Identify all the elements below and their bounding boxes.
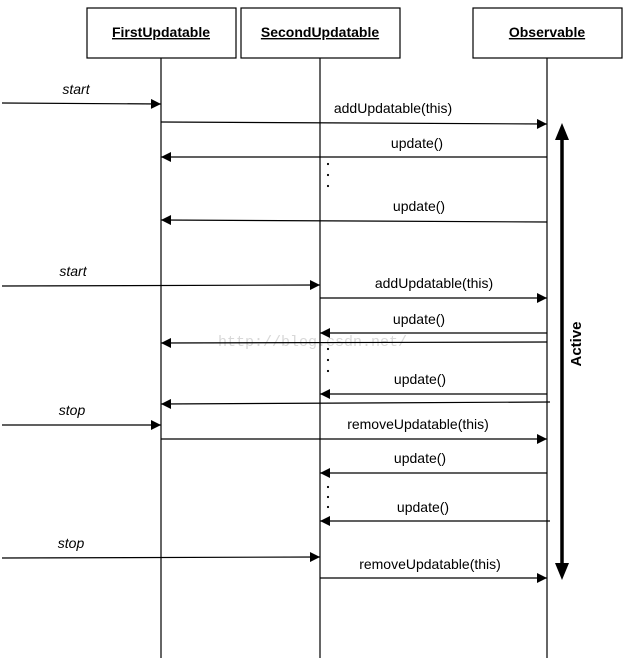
- trigger-arrow: [1, 280, 321, 291]
- trigger-label: start: [59, 263, 87, 279]
- message-label: update(): [393, 198, 445, 214]
- message-update: update(): [320, 450, 547, 478]
- message-label: removeUpdatable(this): [359, 556, 501, 572]
- message-label: update(): [391, 135, 443, 151]
- trigger-label: stop: [58, 535, 85, 551]
- message-update-unlabeled: [160, 398, 551, 409]
- message-label: update(): [397, 499, 449, 515]
- lifeline-second-updatable: SecondUpdatable: [240, 7, 401, 658]
- continuation-dots: [326, 485, 330, 509]
- trigger-stop-second: stop: [1, 535, 321, 563]
- lifeline-title: Observable: [509, 24, 585, 40]
- message-arrow: [160, 118, 548, 129]
- message-label: update(): [393, 311, 445, 327]
- message-label: update(): [394, 450, 446, 466]
- lifeline-box: [86, 7, 237, 59]
- trigger-arrow: [1, 552, 321, 563]
- lifeline-observable: Observable: [472, 7, 623, 658]
- message-update: update(): [320, 371, 547, 399]
- lifeline-first-updatable: FirstUpdatable: [86, 7, 237, 658]
- message-update: update(): [160, 198, 548, 226]
- message-arrow: [160, 337, 548, 348]
- trigger-start-second: start: [1, 263, 321, 291]
- message-label: update(): [394, 371, 446, 387]
- message-remove-updatable-first: removeUpdatable(this): [161, 416, 547, 444]
- trigger-arrow: [1, 98, 162, 109]
- trigger-label: start: [62, 81, 90, 97]
- active-span: Active: [555, 123, 585, 580]
- continuation-dots: [326, 347, 330, 373]
- message-add-updatable-first: addUpdatable(this): [160, 100, 548, 129]
- active-span-arrow-down: [555, 563, 569, 580]
- continuation-dots: [326, 162, 330, 188]
- active-label: Active: [568, 321, 585, 366]
- message-label: addUpdatable(this): [375, 275, 493, 291]
- message-update: update(): [161, 135, 547, 162]
- active-span-arrow-up: [555, 123, 569, 140]
- message-arrow: [160, 398, 551, 409]
- message-update: update(): [320, 499, 550, 526]
- message-add-updatable-second: addUpdatable(this): [320, 275, 547, 303]
- message-update-unlabeled: [160, 337, 548, 348]
- lifeline-title: FirstUpdatable: [112, 24, 210, 40]
- trigger-stop-first: stop: [2, 402, 161, 430]
- message-arrow: [160, 215, 548, 226]
- lifeline-title: SecondUpdatable: [261, 24, 379, 40]
- lifeline-box: [472, 7, 623, 59]
- trigger-label: stop: [59, 402, 86, 418]
- trigger-start-first: start: [1, 81, 162, 109]
- message-remove-updatable-second: removeUpdatable(this): [320, 556, 547, 583]
- message-label: addUpdatable(this): [334, 100, 452, 116]
- message-label: removeUpdatable(this): [347, 416, 489, 432]
- message-update: update(): [320, 311, 547, 338]
